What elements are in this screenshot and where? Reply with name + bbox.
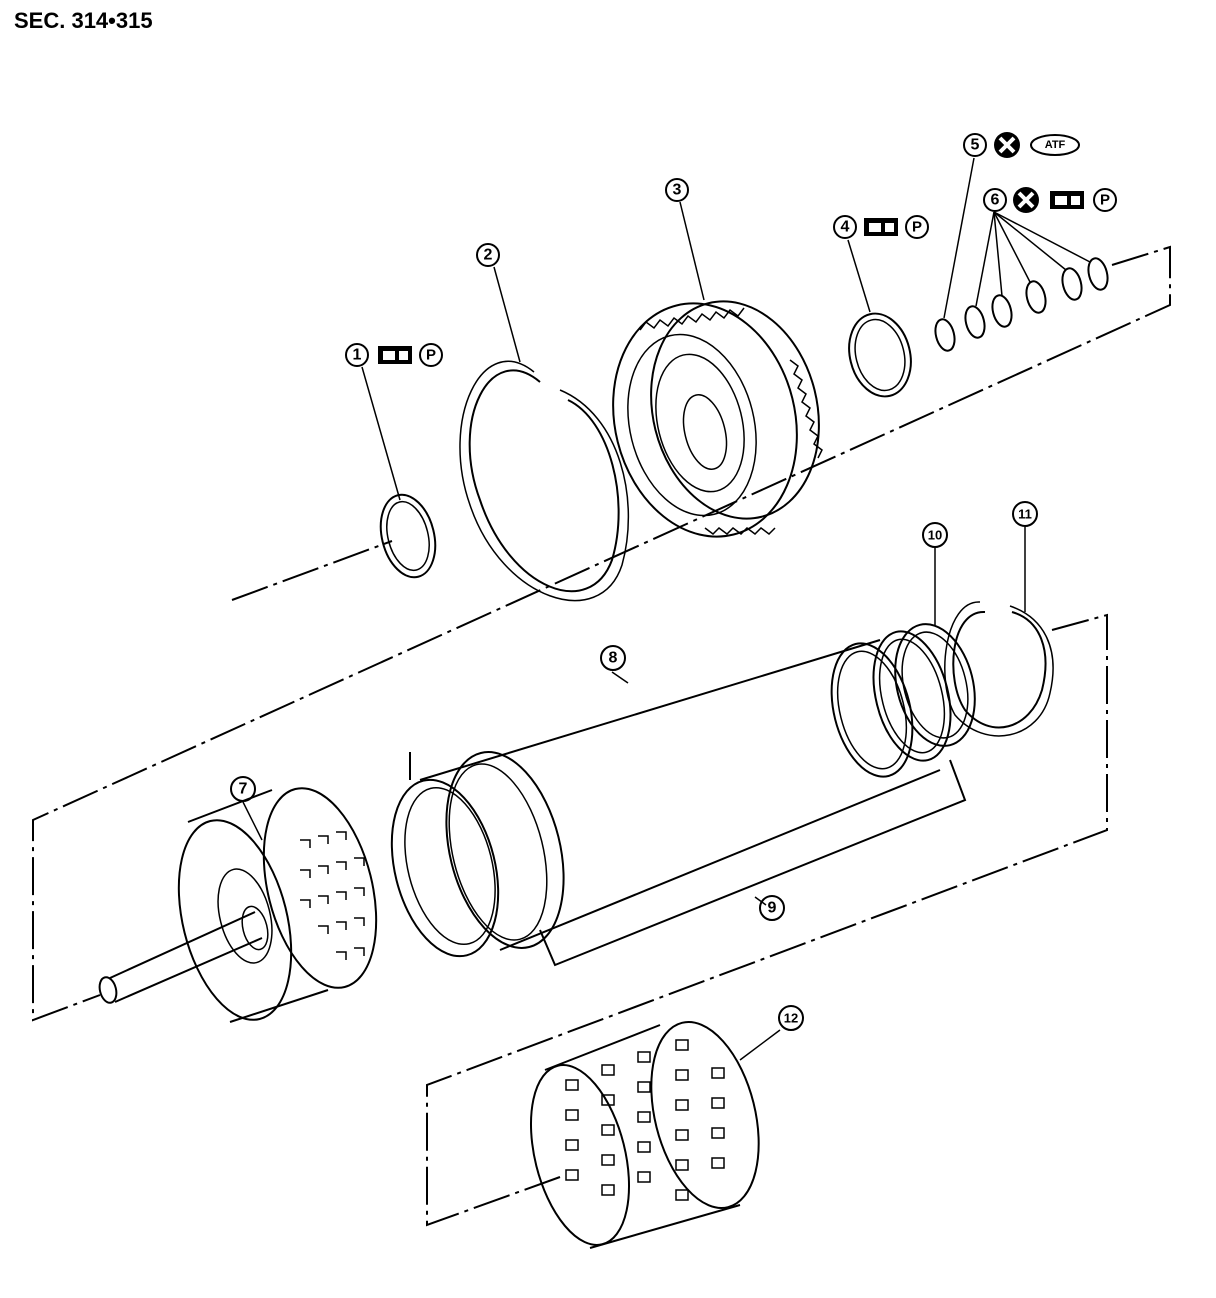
part-3-drum bbox=[612, 300, 823, 538]
petroleum-jelly-icon: P bbox=[905, 215, 929, 239]
part-8-9-clutch-plates bbox=[390, 630, 967, 967]
callout-1: 1 bbox=[345, 343, 369, 367]
atf-icon: ATF bbox=[1030, 134, 1080, 156]
callout-11: 11 bbox=[1012, 501, 1038, 527]
do-not-reuse-icon bbox=[1013, 187, 1039, 213]
callout-7: 7 bbox=[230, 776, 256, 802]
drum-slots bbox=[300, 831, 365, 960]
callout-1-label: 1 bbox=[353, 347, 362, 364]
grease-apply-icon bbox=[1050, 191, 1084, 209]
petroleum-jelly-label: P bbox=[426, 347, 436, 364]
petroleum-jelly-label: P bbox=[912, 219, 922, 236]
part-10-plate bbox=[894, 623, 976, 747]
part-4-ring bbox=[848, 312, 912, 398]
part-12-clutch-cage bbox=[529, 1021, 760, 1249]
callout-5-label: 5 bbox=[971, 137, 980, 154]
callout-4: 4 bbox=[833, 215, 857, 239]
part-2-snap-ring bbox=[459, 360, 630, 602]
drum-teeth bbox=[639, 307, 823, 535]
callout-2-label: 2 bbox=[484, 247, 493, 264]
callout-12: 12 bbox=[778, 1005, 804, 1031]
seal-rings bbox=[934, 257, 1109, 352]
callout-5: 5 bbox=[963, 133, 987, 157]
callout-6-label: 6 bbox=[991, 192, 1000, 209]
grease-apply-icon bbox=[864, 218, 898, 236]
callout-11-label: 11 bbox=[1018, 507, 1032, 522]
petroleum-jelly-icon: P bbox=[419, 343, 443, 367]
petroleum-jelly-icon: P bbox=[1093, 188, 1117, 212]
callout-12-label: 12 bbox=[784, 1011, 798, 1026]
grease-apply-icon bbox=[378, 346, 412, 364]
callout-2: 2 bbox=[476, 243, 500, 267]
callout-10: 10 bbox=[922, 522, 948, 548]
section-label: SEC. 314•315 bbox=[14, 8, 153, 33]
callout-4-label: 4 bbox=[841, 219, 850, 236]
assembly-guide-lines bbox=[32, 245, 1171, 1227]
callout-9-label: 9 bbox=[768, 900, 777, 917]
part-1-ring bbox=[379, 493, 437, 579]
do-not-reuse-icon bbox=[994, 132, 1020, 158]
atf-label: ATF bbox=[1045, 139, 1066, 151]
callout-8: 8 bbox=[600, 645, 626, 671]
petroleum-jelly-label: P bbox=[1100, 192, 1110, 209]
cage-windows bbox=[565, 1039, 725, 1201]
part-11-snap-ring bbox=[944, 601, 1054, 737]
callout-3: 3 bbox=[665, 178, 689, 202]
leader-lines bbox=[242, 157, 1091, 1061]
callout-10-label: 10 bbox=[928, 528, 942, 543]
callout-8-label: 8 bbox=[609, 650, 618, 667]
part-7-input-drum bbox=[98, 787, 378, 1023]
callout-9: 9 bbox=[759, 895, 785, 921]
callout-6: 6 bbox=[983, 188, 1007, 212]
callout-7-label: 7 bbox=[239, 781, 248, 798]
callout-3-label: 3 bbox=[673, 182, 682, 199]
